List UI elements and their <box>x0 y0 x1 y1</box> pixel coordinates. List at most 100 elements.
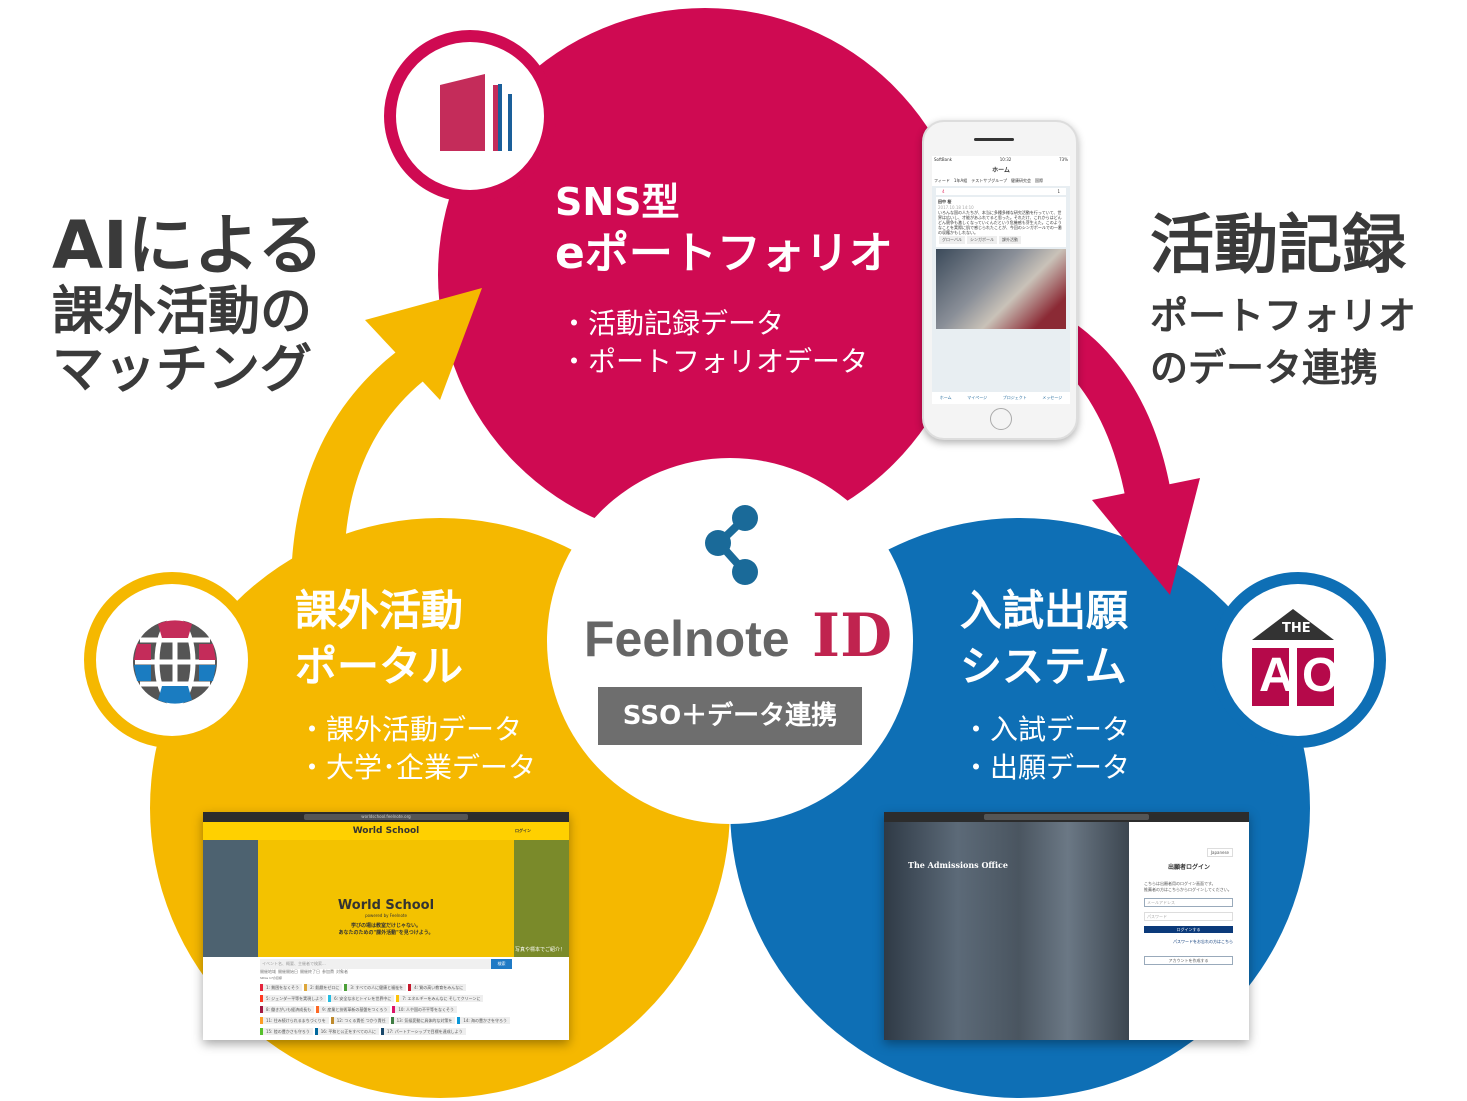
phone-tab[interactable]: テストサブグループ <box>971 178 1007 183</box>
post-tag[interactable]: シンガポール <box>966 236 997 244</box>
sdg-chip[interactable]: 1: 貧困をなくそう <box>260 984 303 991</box>
login-desc: こちらは出願者用のログイン画面です。 <box>1144 881 1216 886</box>
nav-mypage[interactable]: マイページ <box>967 395 988 400</box>
clock: 10:32 <box>999 157 1012 162</box>
filter-select[interactable]: 開催地域 <box>260 969 276 974</box>
admissions-office-logo: The Admissions Office <box>908 860 1008 870</box>
sns-bullet: ・活動記録データ <box>560 307 785 340</box>
sdgs-label: SDGs 17の目標 <box>260 976 282 980</box>
ao-o-label: O <box>1302 649 1340 702</box>
login-desc: 推薦者の方はこちらからログインしてください。 <box>1144 887 1232 892</box>
forgot-password-link[interactable]: パスワードをお忘れの方はこちら <box>1173 939 1233 944</box>
portal-title-line2: ポータル <box>295 642 464 691</box>
portal-bullet: ・大学･企業データ <box>298 751 537 784</box>
filter-select[interactable]: 参加費 <box>322 969 334 974</box>
sdg-chip[interactable]: 17: パートナーシップで目標を達成しよう <box>381 1028 466 1035</box>
the-ao-logo-icon <box>1252 609 1334 706</box>
hero-caption: 写真や標本でご紹介！ <box>514 947 565 953</box>
sdg-chip[interactable]: 7: エネルギーをみんなに そしてクリーンに <box>396 995 484 1002</box>
admission-title-line2: システム <box>960 642 1127 691</box>
right-headline-line2: ポートフォリオ <box>1150 294 1417 338</box>
books-icon <box>440 74 512 151</box>
nav-message[interactable]: メッセージ <box>1042 395 1063 400</box>
create-account-button[interactable]: アカウントを作成する <box>1144 956 1233 965</box>
login-title: 出願者ログイン <box>1167 864 1210 871</box>
battery: 73% <box>1059 157 1068 162</box>
login-link[interactable]: ログイン <box>515 828 531 833</box>
sns-title-line2: eポートフォリオ <box>555 228 893 279</box>
filter-select[interactable]: 開催終了日 <box>300 969 320 974</box>
feelnote-brand: Feelnote <box>584 611 790 667</box>
phone-tab[interactable]: 1年A組 <box>953 178 968 183</box>
right-headline-line1: 活動記録 <box>1150 209 1406 283</box>
sdg-chip[interactable]: 12: つくる責任 つかう責任 <box>330 1017 389 1024</box>
sns-title-line1: SNS型 <box>555 180 680 224</box>
event-search-input[interactable]: イベント名、概要、主催者で検索... <box>260 959 491 969</box>
ao-the-label: THE <box>1282 621 1311 636</box>
phone-tab[interactable]: フィード <box>934 178 950 183</box>
sdg-chip[interactable]: 16: 平和と公正をすべての人に <box>314 1028 379 1035</box>
filter-select[interactable]: 開催開始日 <box>278 969 298 974</box>
portal-bullet: ・課外活動データ <box>298 713 523 746</box>
left-headline-line2: 課外活動の <box>52 282 313 342</box>
sns-bullet: ・ポートフォリオデータ <box>560 345 869 378</box>
language-select[interactable]: Japanese <box>1206 848 1233 857</box>
sso-badge: SSO＋データ連携 <box>598 687 862 745</box>
phone-header: ホーム <box>932 163 1070 176</box>
ao-a-label: A <box>1259 649 1294 702</box>
sdg-chip[interactable]: 15: 陸の豊かさも守ろう <box>260 1028 313 1035</box>
globe-icon <box>133 617 217 707</box>
post-photos <box>936 249 1066 329</box>
comment-count[interactable]: 1 <box>1057 189 1060 194</box>
portal-title-line1: 課外活動 <box>295 586 464 635</box>
yellow-arrow <box>292 288 482 560</box>
carrier: SoftBank <box>934 157 952 162</box>
hero-powered: powered by Feelnote <box>365 913 407 918</box>
phone-tab[interactable]: 国際 <box>1034 178 1043 183</box>
admission-bullet: ・出願データ <box>962 751 1131 784</box>
post-tag[interactable]: 課外活動 <box>998 236 1021 244</box>
world-school-screenshot: worldschool.feelnote.org World School ログ… <box>203 812 569 1040</box>
admission-bullet: ・入試データ <box>962 713 1131 746</box>
hero-logo: World School <box>337 898 435 913</box>
sdg-chip[interactable]: 9: 産業と技術革新の基盤をつくろう <box>316 1006 391 1013</box>
post-date: 2017.10.18 14:10 <box>938 205 974 210</box>
nav-project[interactable]: プロジェクト <box>1002 395 1027 400</box>
post-card: 田中 桜 2017.10.18 14:10 いろんな国の人たちが、本当に多種多様… <box>936 197 1066 247</box>
post-tag[interactable]: グローバル <box>939 236 965 244</box>
admissions-office-screenshot: The Admissions Office Japanese 出願者ログイン こ… <box>884 812 1249 1040</box>
left-headline-line1: AIによる <box>52 207 324 284</box>
world-school-logo: World School <box>352 826 420 836</box>
sns-circle <box>438 8 972 542</box>
post-text: いろんな国の人たちが、本当に多種多様な研究活動を行っていて、世界は広いし、才能が… <box>938 210 1062 235</box>
feelnote-id-label: ID <box>812 601 893 671</box>
post-author: 田中 桜 <box>938 199 952 204</box>
share-icon <box>705 505 758 585</box>
sdg-chip[interactable]: 5: ジェンダー平等を実現しよう <box>260 995 327 1002</box>
browser-url: worldschool.feelnote.org <box>303 814 469 820</box>
sdg-chip[interactable]: 3: すべての人に健康と福祉を <box>344 984 407 991</box>
phone-tab[interactable]: 健康研究会 <box>1010 178 1031 183</box>
sdg-chip[interactable]: 13: 気候変動に具体的な対策を <box>390 1017 456 1024</box>
filter-select[interactable]: 対象者 <box>336 969 348 974</box>
email-field[interactable]: メールアドレス <box>1144 898 1233 907</box>
sdg-chip[interactable]: 6: 安全な水とトイレを世界中に <box>328 995 395 1002</box>
sdg-chip[interactable]: 14: 海の豊かさを守ろう <box>457 1017 511 1024</box>
sdg-chip[interactable]: 4: 質の高い教育をみんなに <box>408 984 467 991</box>
sdg-chip[interactable]: 11: 住み続けられるまちづくりを <box>260 1017 329 1024</box>
left-headline-line3: マッチング <box>52 340 313 400</box>
login-button[interactable]: ログインする <box>1144 926 1233 933</box>
hero-line2: あなたのための"課外活動"を見つけよう。 <box>338 930 434 936</box>
nav-home[interactable]: ホーム <box>939 395 952 400</box>
search-button[interactable]: 検索 <box>491 959 512 969</box>
sdg-chip[interactable]: 8: 働きがいも経済成長も <box>260 1006 315 1013</box>
sdg-chip[interactable]: 10: 人や国の不平等をなくそう <box>392 1006 458 1013</box>
like-count[interactable]: 4 <box>942 189 945 194</box>
hero-line1: 学びの場は教室だけじゃない。 <box>350 923 421 929</box>
red-arrow <box>1055 320 1200 595</box>
password-field[interactable]: パスワード <box>1144 912 1233 921</box>
sdg-chip[interactable]: 2: 飢餓をゼロに <box>304 984 343 991</box>
